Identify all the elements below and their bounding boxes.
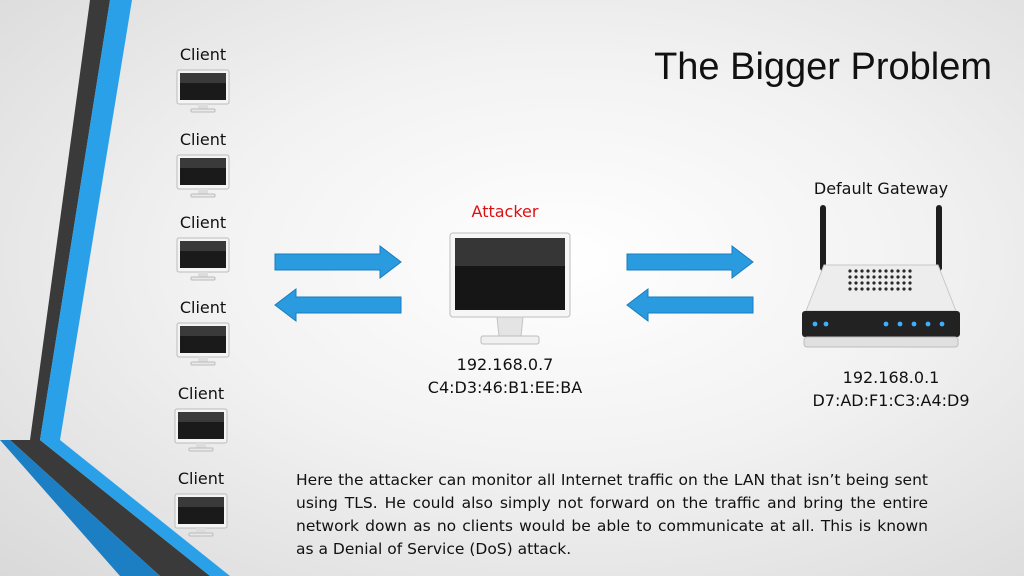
client-node: Client [163,45,243,113]
monitor-icon [176,237,230,281]
client-node: Client [161,469,241,537]
client-label: Client [177,469,225,488]
monitor-icon [176,154,230,198]
gateway-mac: D7:AD:F1:C3:A4:D9 [812,391,970,410]
attacker-monitor-icon [449,232,571,345]
attacker-label: Attacker [471,202,539,221]
monitor-icon [176,322,230,366]
decorative-stripes [0,0,230,576]
arrow-left-icon [626,287,754,323]
arrow-right-icon [626,244,754,280]
router-icon [802,205,960,348]
attacker-mac: C4:D3:46:B1:EE:BA [427,378,583,397]
description-text: Here the attacker can monitor all Intern… [296,471,928,558]
page-title: The Bigger Problem [654,46,992,88]
client-node: Client [163,213,243,281]
attacker-ip: 192.168.0.7 [456,355,554,374]
gateway-ip: 192.168.0.1 [842,368,940,387]
monitor-icon [176,69,230,113]
client-node: Client [163,130,243,198]
gateway-label: Default Gateway [813,179,949,198]
arrow-right-icon [274,244,402,280]
client-label: Client [179,130,227,149]
client-node: Client [163,298,243,366]
monitor-icon [174,493,228,537]
client-label: Client [177,384,225,403]
client-label: Client [179,45,227,64]
client-label: Client [179,298,227,317]
arrow-left-icon [274,287,402,323]
client-label: Client [179,213,227,232]
monitor-icon [174,408,228,452]
client-node: Client [161,384,241,452]
